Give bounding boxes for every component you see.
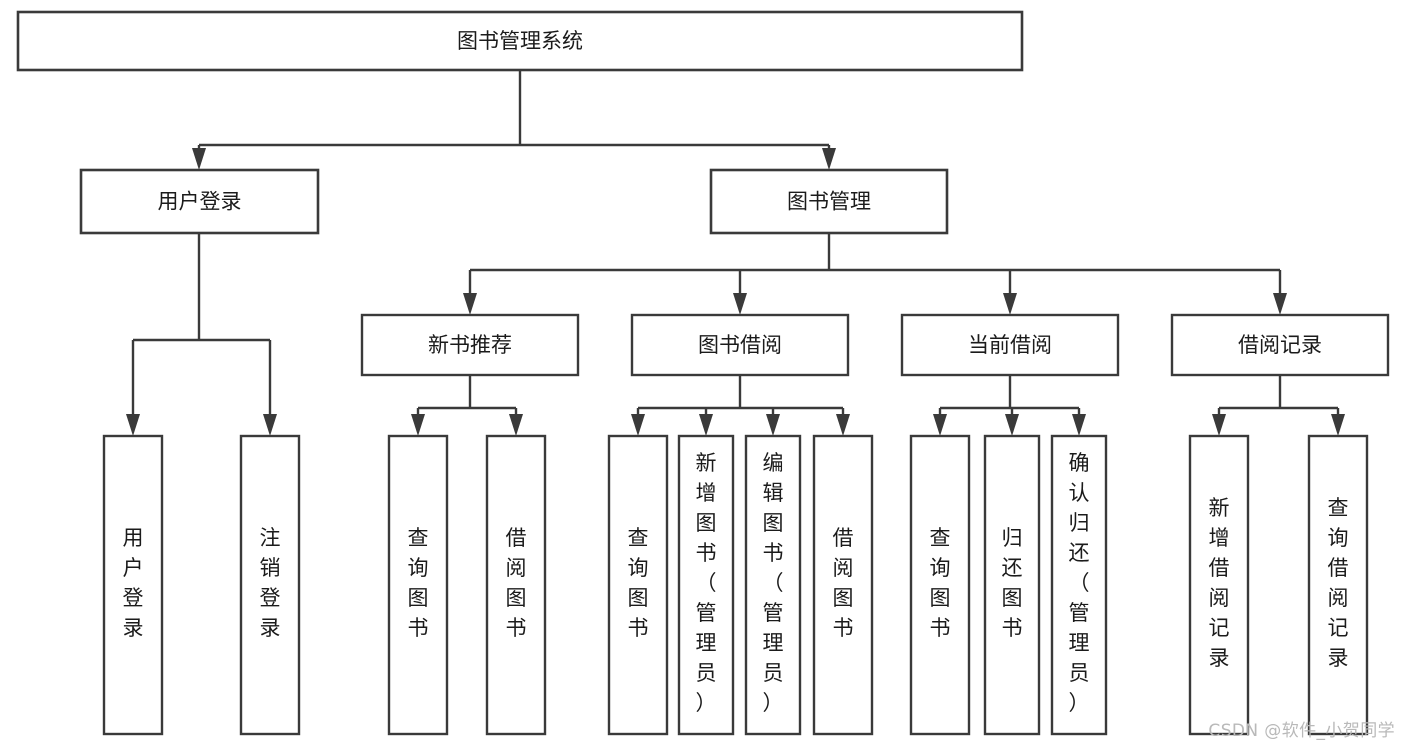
leaf-node-5-rect[interactable]: [677, 434, 735, 736]
arrow-head-icon: [1273, 293, 1287, 315]
leaf-node-5-label: 新增图书（管理员）: [696, 451, 717, 715]
arrow-head-icon: [509, 414, 523, 436]
leaf-node-6[interactable]: 编辑图书（管理员）: [744, 434, 802, 736]
arrow-head-icon: [463, 293, 477, 315]
arrow-head-icon: [1005, 414, 1019, 436]
leaf-node-0[interactable]: 用户登录: [102, 434, 164, 736]
arrow-head-icon: [1212, 414, 1226, 436]
leaf-node-12[interactable]: 查询借阅记录: [1307, 434, 1369, 736]
leaf-node-4-rect[interactable]: [607, 434, 669, 736]
leaf-node-7-rect[interactable]: [812, 434, 874, 736]
level3-node-0[interactable]: 新书推荐: [360, 313, 580, 377]
leaf-node-10-label: 确认归还（管理员）: [1069, 451, 1090, 715]
leaf-node-8-label: 查询图书: [930, 526, 951, 640]
arrow-head-icon: [192, 148, 206, 170]
leaf-node-9-label: 归还图书: [1002, 526, 1023, 640]
leaf-node-3-rect[interactable]: [485, 434, 547, 736]
root-node-book-management-system[interactable]: 图书管理系统: [16, 10, 1024, 72]
arrow-head-icon: [836, 414, 850, 436]
level3-node-1-rect[interactable]: [630, 313, 850, 377]
level3-node-0-rect[interactable]: [360, 313, 580, 377]
leaf-node-11-rect[interactable]: [1188, 434, 1250, 736]
leaf-node-11[interactable]: 新增借阅记录: [1188, 434, 1250, 736]
arrow-head-icon: [263, 414, 277, 436]
arrow-head-icon: [126, 414, 140, 436]
leaf-node-9-rect[interactable]: [983, 434, 1041, 736]
level2-node-0-label: 用户登录: [158, 190, 242, 214]
root-node-book-management-system-rect[interactable]: [16, 10, 1024, 72]
level3-node-3-label: 借阅记录: [1238, 333, 1322, 357]
leaf-node-6-label: 编辑图书（管理员）: [763, 451, 784, 715]
arrow-head-icon: [766, 414, 780, 436]
level3-node-2-rect[interactable]: [900, 313, 1120, 377]
leaf-node-3[interactable]: 借阅图书: [485, 434, 547, 736]
edges-layer: [126, 70, 1345, 436]
leaf-node-0-label: 用户登录: [123, 526, 144, 640]
leaf-node-8[interactable]: 查询图书: [909, 434, 971, 736]
arrow-head-icon: [411, 414, 425, 436]
leaf-node-1-label: 注销登录: [260, 526, 281, 640]
leaf-node-6-rect[interactable]: [744, 434, 802, 736]
leaf-node-9[interactable]: 归还图书: [983, 434, 1041, 736]
leaf-node-0-rect[interactable]: [102, 434, 164, 736]
leaf-node-4-label: 查询图书: [628, 526, 649, 640]
leaf-node-11-label: 新增借阅记录: [1209, 496, 1230, 670]
level3-node-1[interactable]: 图书借阅: [630, 313, 850, 377]
leaf-node-4[interactable]: 查询图书: [607, 434, 669, 736]
level2-node-1-rect[interactable]: [709, 168, 949, 235]
arrow-head-icon: [733, 293, 747, 315]
arrow-head-icon: [699, 414, 713, 436]
leaf-node-5[interactable]: 新增图书（管理员）: [677, 434, 735, 736]
arrow-head-icon: [1003, 293, 1017, 315]
leaf-node-10[interactable]: 确认归还（管理员）: [1050, 434, 1108, 736]
arrow-head-icon: [1331, 414, 1345, 436]
nodes-layer: 图书管理系统用户登录图书管理新书推荐图书借阅当前借阅借阅记录用户登录注销登录查询…: [16, 10, 1390, 736]
level3-node-2[interactable]: 当前借阅: [900, 313, 1120, 377]
leaf-node-7[interactable]: 借阅图书: [812, 434, 874, 736]
leaf-node-7-label: 借阅图书: [833, 526, 854, 640]
level2-node-0-rect[interactable]: [79, 168, 320, 235]
leaf-node-1-rect[interactable]: [239, 434, 301, 736]
arrow-head-icon: [822, 148, 836, 170]
leaf-node-2[interactable]: 查询图书: [387, 434, 449, 736]
level3-node-3[interactable]: 借阅记录: [1170, 313, 1390, 377]
level3-node-3-rect[interactable]: [1170, 313, 1390, 377]
leaf-node-3-label: 借阅图书: [506, 526, 527, 640]
leaf-node-2-rect[interactable]: [387, 434, 449, 736]
leaf-node-2-label: 查询图书: [408, 526, 429, 640]
level3-node-0-label: 新书推荐: [428, 333, 512, 357]
level2-node-1-label: 图书管理: [787, 190, 871, 214]
level3-node-2-label: 当前借阅: [968, 333, 1052, 357]
leaf-node-12-rect[interactable]: [1307, 434, 1369, 736]
leaf-node-8-rect[interactable]: [909, 434, 971, 736]
arrow-head-icon: [1072, 414, 1086, 436]
level3-node-1-label: 图书借阅: [698, 333, 782, 357]
root-node-book-management-system-label: 图书管理系统: [457, 29, 583, 53]
level2-node-0[interactable]: 用户登录: [79, 168, 320, 235]
arrow-head-icon: [631, 414, 645, 436]
leaf-node-12-label: 查询借阅记录: [1328, 496, 1349, 670]
leaf-node-1[interactable]: 注销登录: [239, 434, 301, 736]
arrow-head-icon: [933, 414, 947, 436]
leaf-node-10-rect[interactable]: [1050, 434, 1108, 736]
level2-node-1[interactable]: 图书管理: [709, 168, 949, 235]
